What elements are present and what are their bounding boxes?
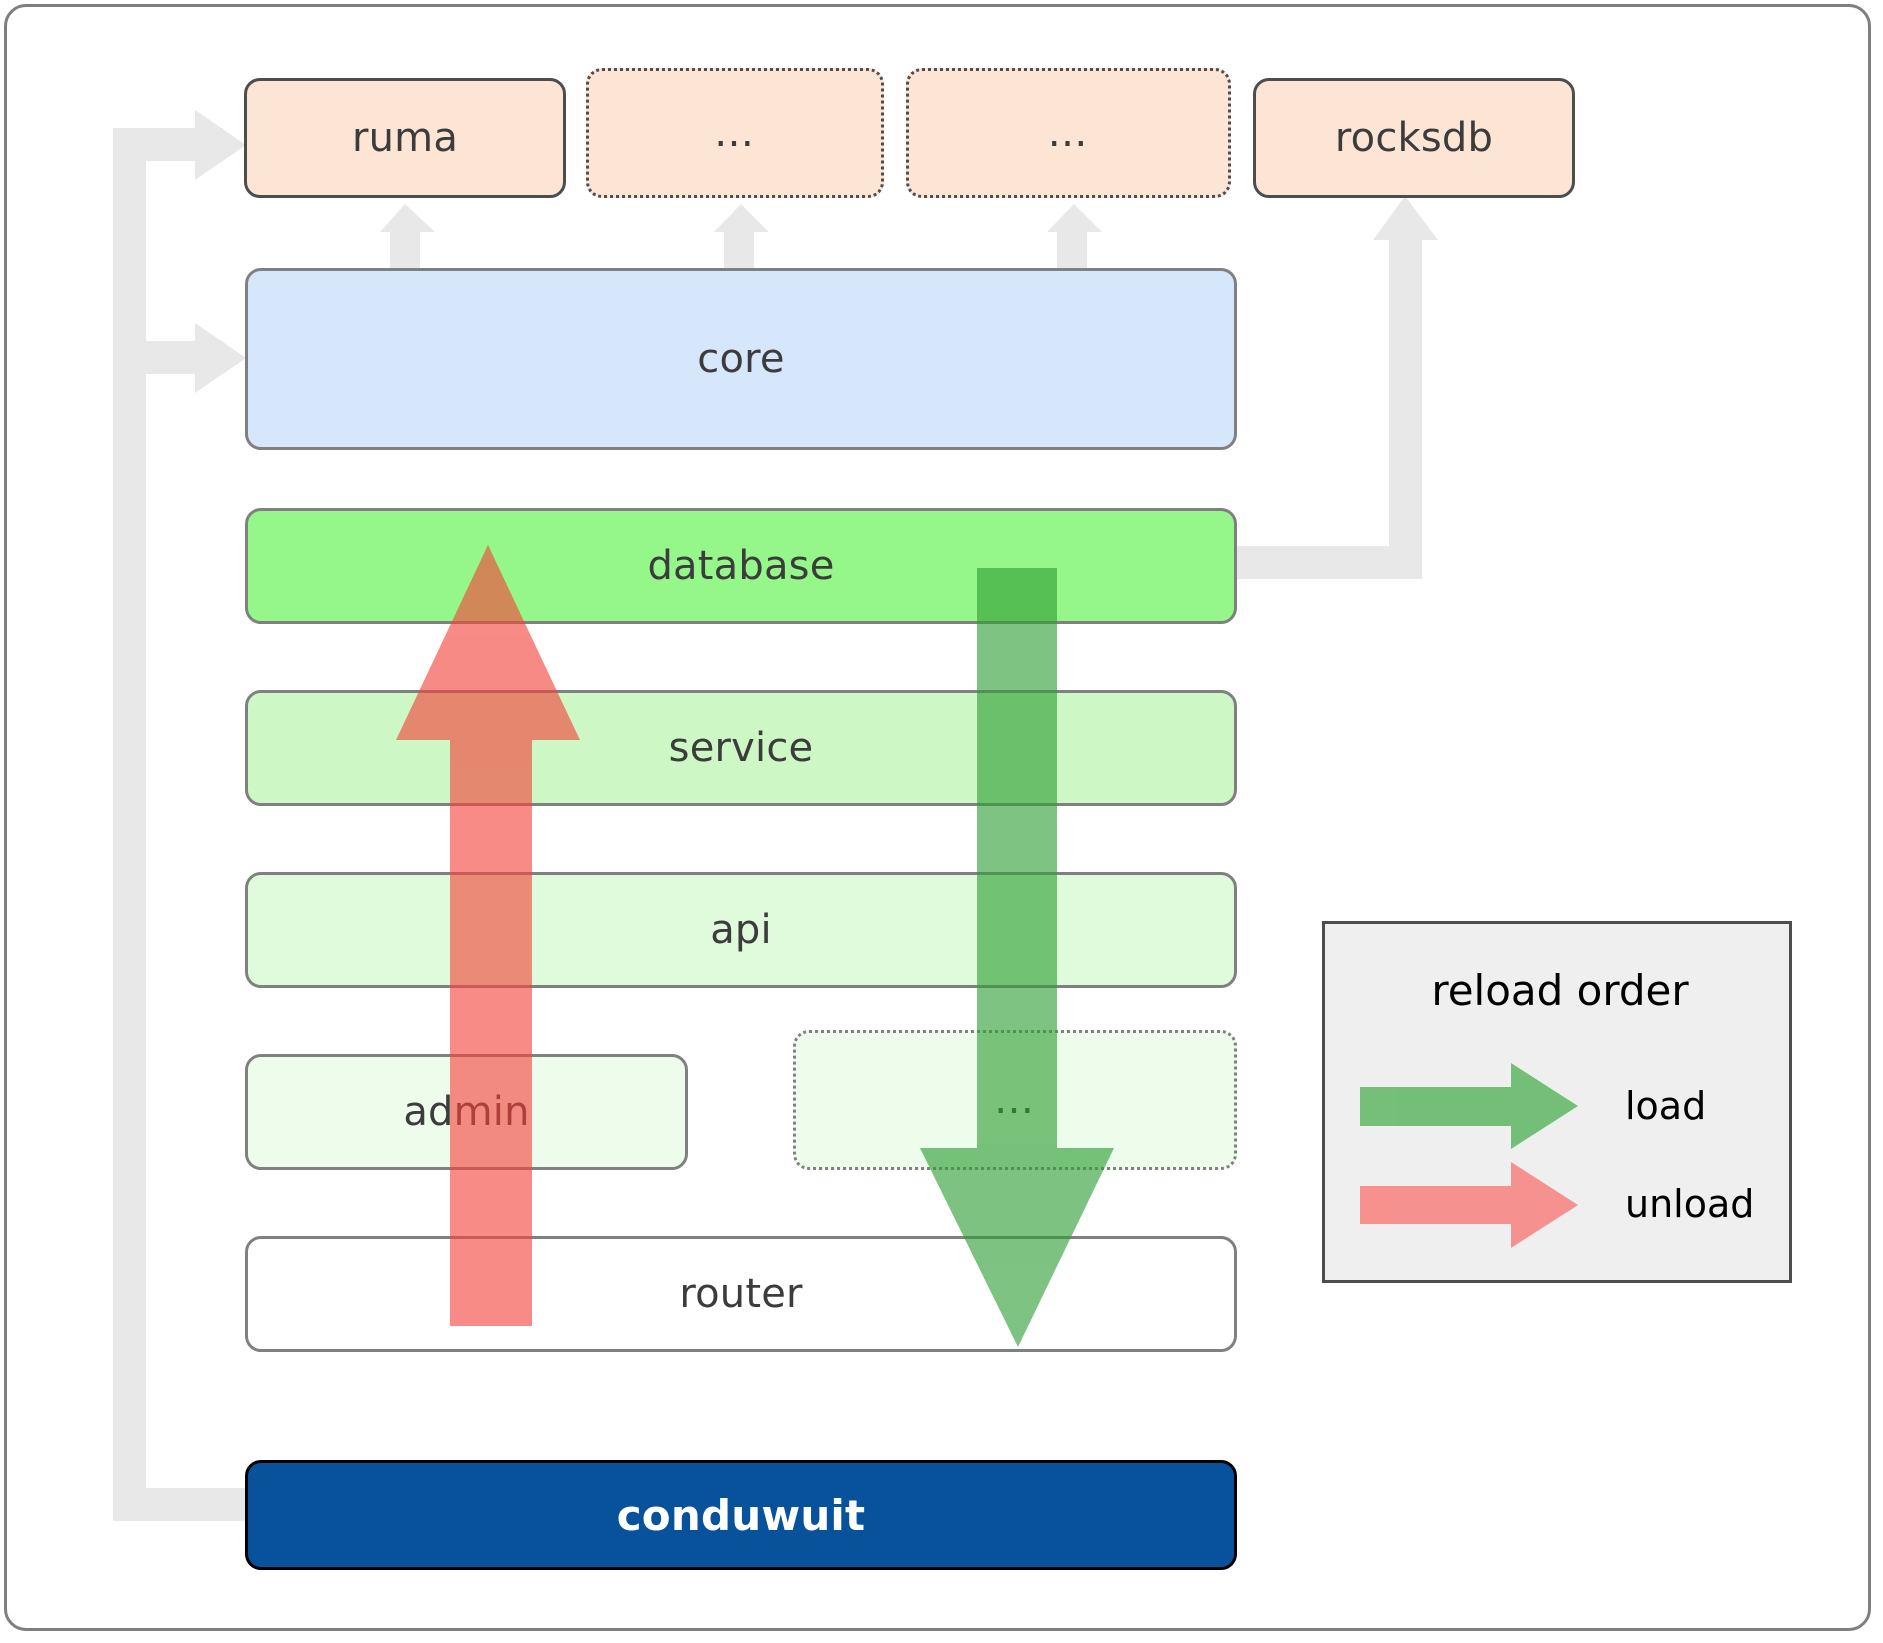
unload-flow-arrow — [396, 545, 580, 1326]
node-ruma[interactable]: ruma — [244, 78, 566, 198]
legend-title: reload order — [1431, 966, 1689, 1015]
node-conduwuit-label: conduwuit — [616, 1490, 866, 1540]
node-core[interactable]: core — [245, 268, 1237, 450]
node-dep-ellipsis-2[interactable]: … — [906, 68, 1231, 198]
connector-database-to-rocksdb — [1237, 196, 1438, 579]
legend-arrow-graphics — [1360, 1063, 1578, 1248]
connector-core-to-deps — [380, 204, 1102, 273]
node-database[interactable]: database — [245, 508, 1237, 624]
legend-load-arrow — [1360, 1063, 1578, 1149]
legend-panel: reload order load unload — [1322, 921, 1792, 1283]
legend-item-load-label: load — [1625, 1084, 1707, 1128]
node-conduwuit[interactable]: conduwuit — [245, 1460, 1237, 1570]
legend-unload-arrow — [1360, 1162, 1578, 1248]
legend-item-unload-label: unload — [1625, 1182, 1755, 1226]
connector-conduwuit-to-deps — [113, 110, 253, 1521]
load-flow-arrow — [920, 568, 1114, 1347]
node-router[interactable]: router — [245, 1236, 1237, 1352]
